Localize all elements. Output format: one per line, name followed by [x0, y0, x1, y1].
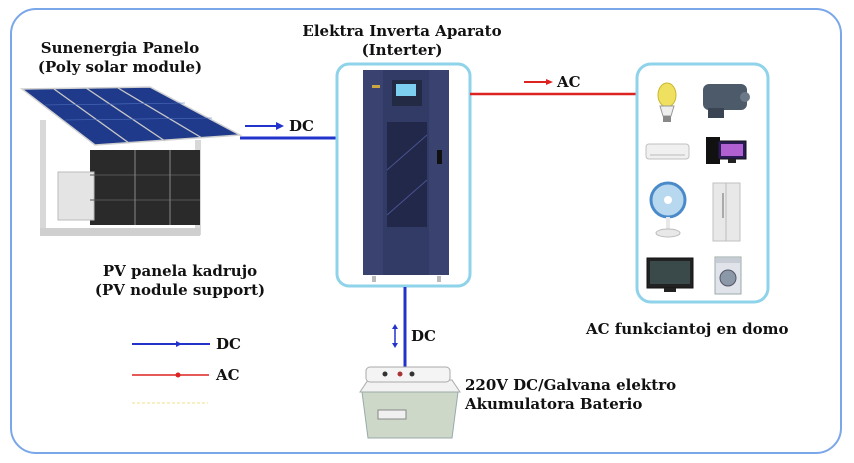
light-bulb-icon [657, 82, 677, 122]
legend-ac-label: AC [216, 366, 240, 384]
inverter-subtitle: (Interter) [361, 41, 443, 59]
battery-label: 220V DC/Galvana elektro Akumulatora Bate… [465, 376, 676, 414]
television-icon [646, 257, 694, 292]
washing-machine-icon [714, 256, 742, 295]
inverter-title: Elektra Inverta Aparato [302, 22, 502, 40]
battery-line2: Akumulatora Baterio [465, 395, 643, 413]
appliances-caption: AC funkciantoj en domo [586, 320, 789, 338]
air-conditioner-icon [645, 143, 690, 160]
battery-icon [359, 366, 461, 439]
legend-ac-line [132, 372, 209, 378]
support-subtitle: (PV nodule support) [94, 281, 266, 299]
inverter-label: Elektra Inverta Aparato (Interter) [282, 22, 522, 60]
desktop-computer-icon [706, 137, 747, 164]
battery-line1: 220V DC/Galvana elektro [465, 376, 677, 394]
refrigerator-icon [712, 182, 741, 242]
desk-fan-icon [649, 181, 687, 238]
inverter-icon [363, 70, 449, 282]
legend-dc-label: DC [216, 335, 241, 353]
legend-dc-line [132, 341, 210, 347]
appliances-box [635, 62, 770, 304]
solar-panel-label: Sunenergia Panelo (Poly solar module) [20, 39, 220, 77]
solar-panel-icon [19, 86, 243, 236]
support-label: PV panela kadrujo (PV nodule support) [70, 262, 290, 300]
solar-panel-title: Sunenergia Panelo [40, 39, 200, 57]
solar-panel-subtitle: (Poly solar module) [37, 58, 203, 76]
bidirectional-arrow-icon [392, 324, 398, 348]
dc-label-panel: DC [289, 117, 314, 135]
ac-arrow-icon [524, 79, 553, 85]
ac-label: AC [557, 73, 581, 91]
support-title: PV panela kadrujo [102, 262, 258, 280]
dc-label-battery: DC [411, 327, 436, 345]
electric-motor-icon [703, 84, 750, 118]
diagram-frame [10, 8, 842, 454]
dc-arrow-icon [245, 122, 284, 130]
